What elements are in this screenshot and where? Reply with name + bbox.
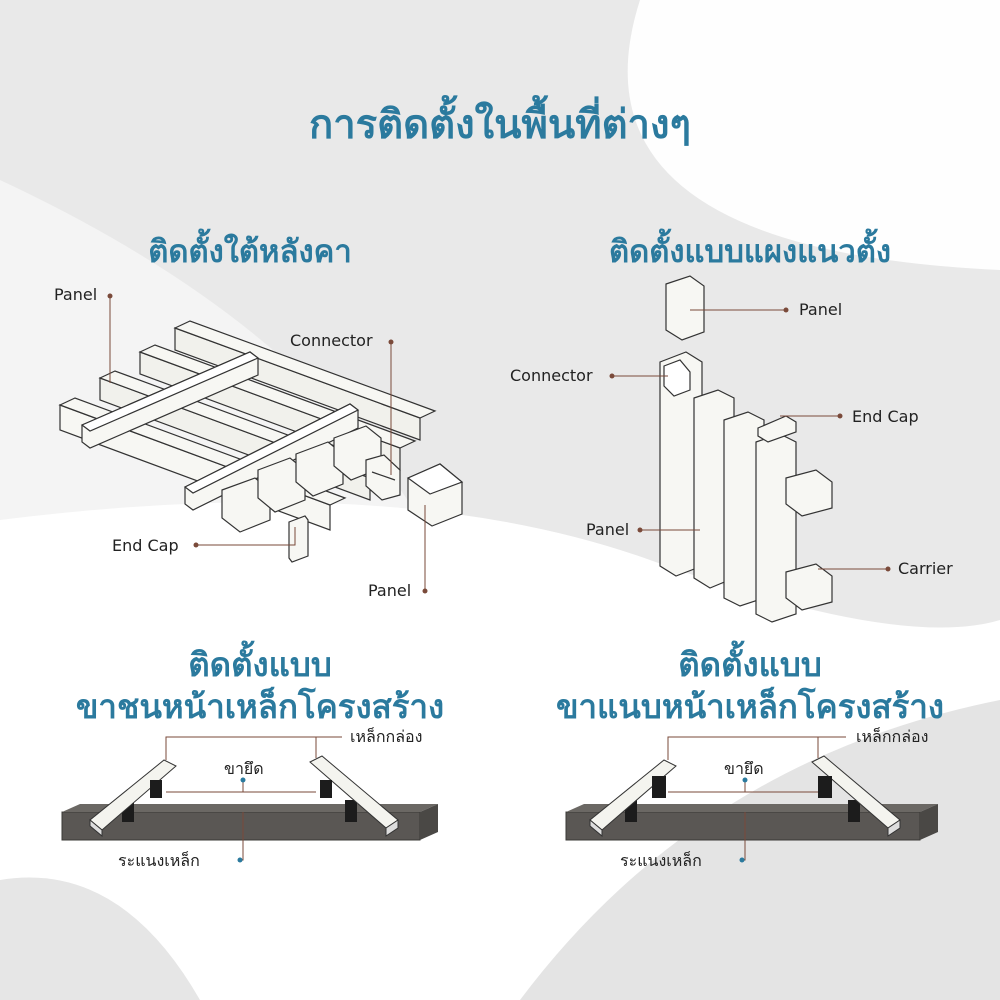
flush-label-box-steel: เหล็กกล่อง xyxy=(350,726,422,746)
vertical-leaders xyxy=(609,307,891,572)
section-title-aligned-line1: ติดตั้งแบบ xyxy=(678,645,822,684)
vertical-diagram xyxy=(659,275,833,623)
vertical-label-connector: Connector xyxy=(510,366,593,385)
flush-label-leg: ขายึด xyxy=(224,759,264,778)
section-title-flush-line1: ติดตั้งแบบ xyxy=(188,645,332,684)
vertical-connector-part xyxy=(663,359,691,397)
ceiling-end-cap-part xyxy=(288,515,309,563)
vertical-label-carrier: Carrier xyxy=(898,559,953,578)
flush-diagram xyxy=(61,755,438,841)
vertical-top-panel xyxy=(665,275,705,341)
ceiling-label-panel-bottom: Panel xyxy=(368,581,411,600)
ceiling-diagram xyxy=(58,320,464,563)
aligned-label-steel-rail: ระแนงเหล็ก xyxy=(620,850,702,870)
vertical-carrier-top xyxy=(785,469,833,517)
page-title: การติดตั้งในพื้นที่ต่างๆ xyxy=(308,102,692,148)
section-title-aligned: ติดตั้งแบบ ขาแนบหน้าเหล็กโครงสร้าง xyxy=(510,644,990,728)
vertical-label-end-cap: End Cap xyxy=(852,407,919,426)
section-title-aligned-line2: ขาแนบหน้าเหล็กโครงสร้าง xyxy=(555,687,945,726)
ceiling-label-panel-top: Panel xyxy=(54,285,97,304)
vertical-label-panel-top: Panel xyxy=(799,300,842,319)
vertical-label-panel: Panel xyxy=(586,520,629,539)
ceiling-carriers xyxy=(80,351,360,511)
aligned-label-box-steel: เหล็กกล่อง xyxy=(856,726,928,746)
flush-label-steel-rail: ระแนงเหล็ก xyxy=(118,850,200,870)
ceiling-label-end-cap: End Cap xyxy=(112,536,179,555)
vertical-carrier-bottom xyxy=(785,563,833,611)
ceiling-leaders xyxy=(107,293,428,594)
aligned-diagram xyxy=(565,755,938,841)
section-title-vertical: ติดตั้งแบบแผงแนวตั้ง xyxy=(609,234,891,270)
section-title-ceiling: ติดตั้งใต้หลังคา xyxy=(148,234,352,270)
ceiling-detached-panel xyxy=(406,463,464,527)
aligned-leaders xyxy=(667,736,846,861)
ceiling-label-connector: Connector xyxy=(290,331,373,350)
flush-leaders xyxy=(165,736,342,861)
section-title-flush-line2: ขาชนหน้าเหล็กโครงสร้าง xyxy=(75,687,445,726)
aligned-label-leg: ขายึด xyxy=(724,759,764,778)
section-title-flush: ติดตั้งแบบ ขาชนหน้าเหล็กโครงสร้าง xyxy=(30,644,490,728)
